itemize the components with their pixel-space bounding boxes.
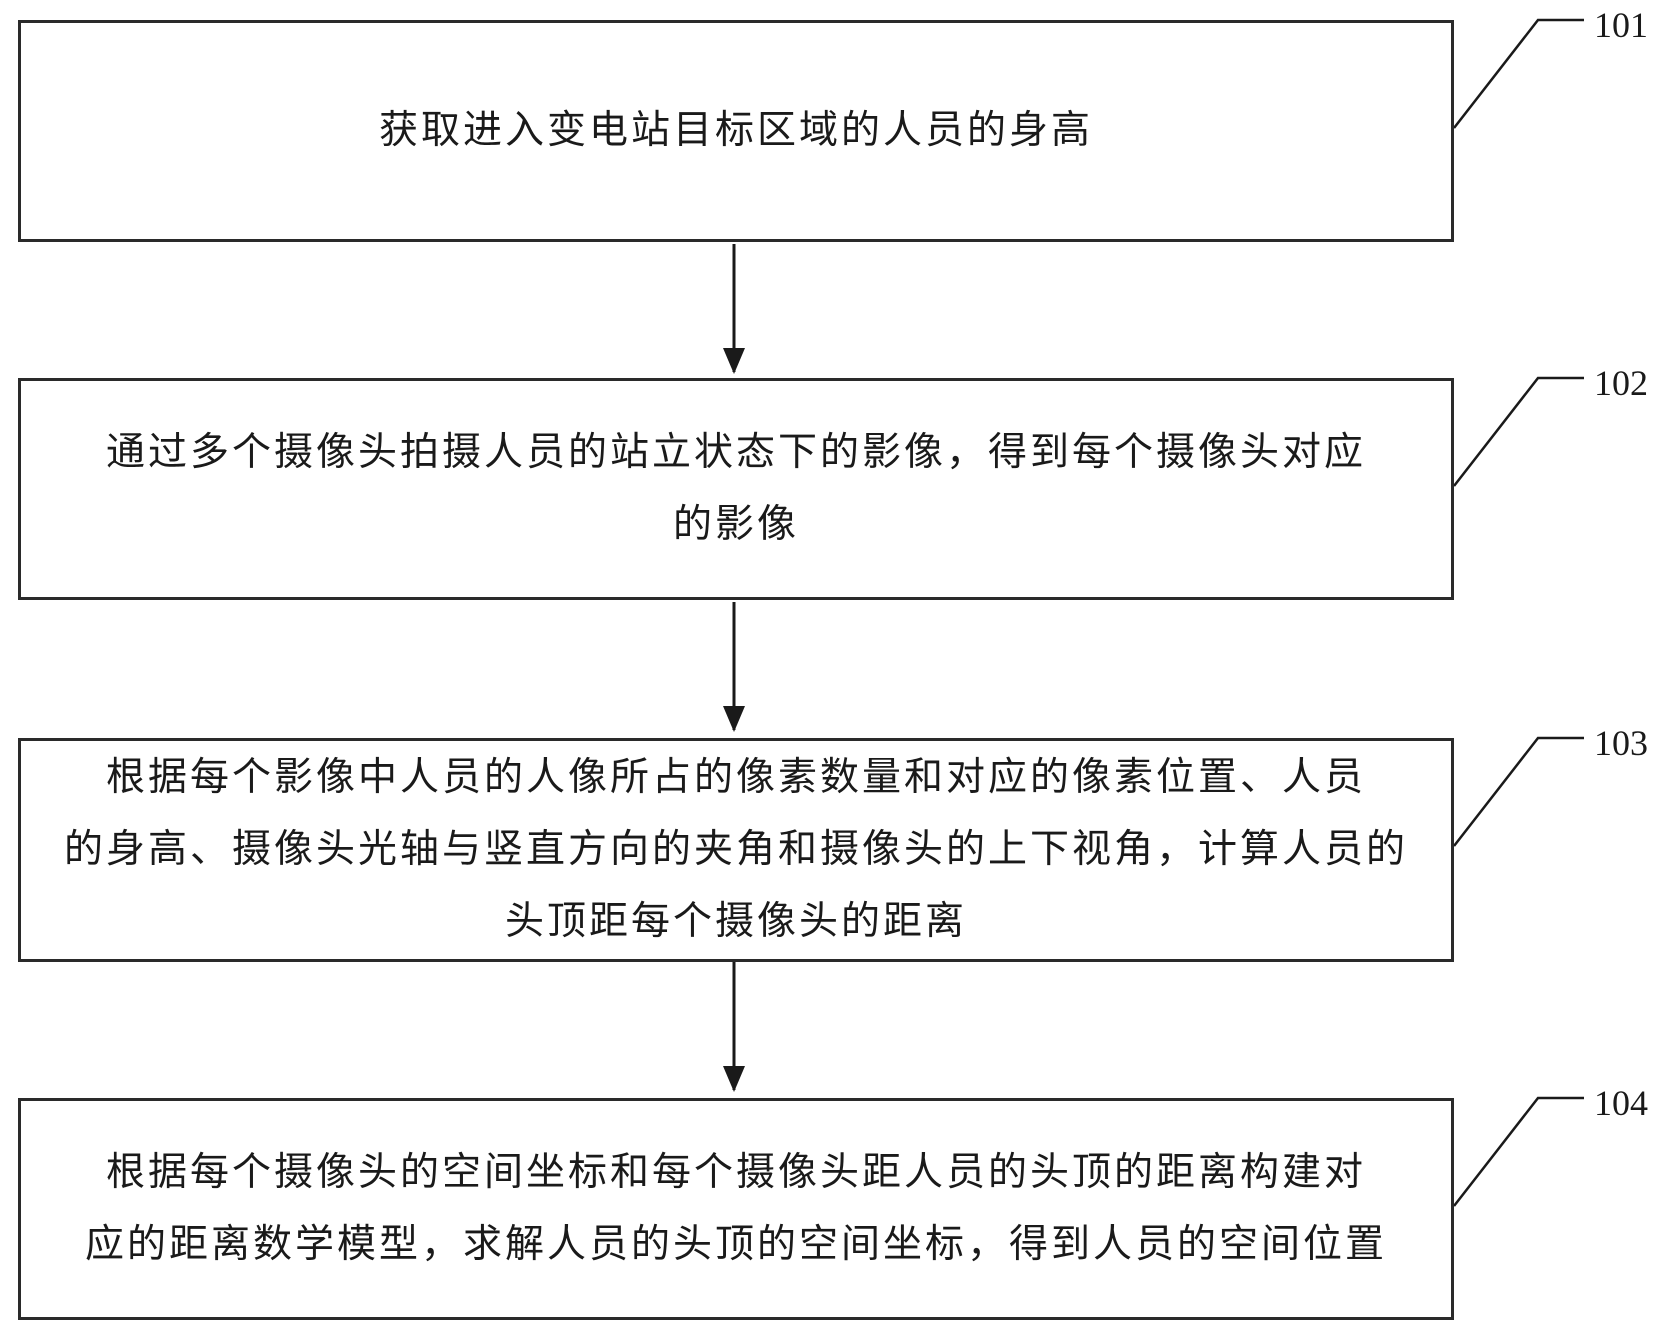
leader-line-104 bbox=[1453, 1096, 1584, 1207]
step-box-102: 通过多个摄像头拍摄人员的站立状态下的影像，得到每个摄像头对应 的影像 bbox=[18, 378, 1454, 600]
leader-line-103 bbox=[1453, 736, 1584, 847]
leader-line-101 bbox=[1453, 18, 1584, 129]
arrowhead-103-to-104 bbox=[723, 1066, 745, 1092]
leader-line-102 bbox=[1453, 376, 1584, 487]
step-text-102: 通过多个摄像头拍摄人员的站立状态下的影像，得到每个摄像头对应 的影像 bbox=[105, 430, 1366, 547]
step-box-103: 根据每个影像中人员的人像所占的像素数量和对应的像素位置、人员 的身高、摄像头光轴… bbox=[18, 738, 1454, 962]
step-label-102: 102 bbox=[1594, 363, 1648, 403]
step-text-101: 获取进入变电站目标区域的人员的身高 bbox=[378, 108, 1093, 153]
step-label-101: 101 bbox=[1594, 5, 1648, 45]
step-label-103: 103 bbox=[1594, 723, 1648, 763]
step-text-104: 根据每个摄像头的空间坐标和每个摄像头距人员的头顶的距离构建对 应的距离数学模型，… bbox=[84, 1150, 1387, 1267]
step-box-101: 获取进入变电站目标区域的人员的身高 bbox=[18, 20, 1454, 242]
step-text-103: 根据每个影像中人员的人像所占的像素数量和对应的像素位置、人员 的身高、摄像头光轴… bbox=[63, 755, 1408, 944]
step-box-104: 根据每个摄像头的空间坐标和每个摄像头距人员的头顶的距离构建对 应的距离数学模型，… bbox=[18, 1098, 1454, 1320]
step-label-104: 104 bbox=[1594, 1083, 1648, 1123]
arrowhead-102-to-103 bbox=[723, 706, 745, 732]
arrowhead-101-to-102 bbox=[723, 348, 745, 374]
